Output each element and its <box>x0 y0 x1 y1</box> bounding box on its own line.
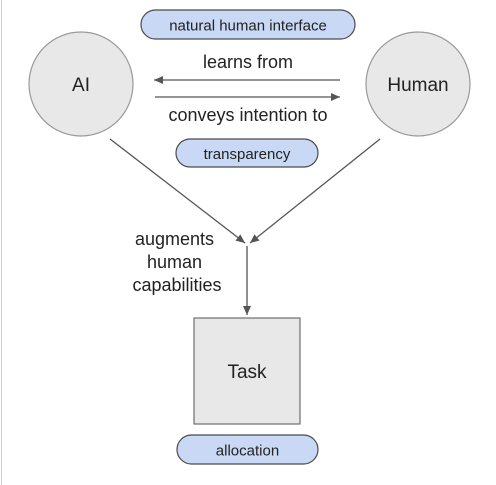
node-human: Human <box>365 31 471 137</box>
arrow-human-to-junction <box>249 138 381 244</box>
edge-learns-from-label: learns from <box>203 52 293 72</box>
pill-transparency: transparency <box>175 138 319 168</box>
pill-allocation-label: allocation <box>216 443 279 460</box>
node-task: Task <box>193 317 301 425</box>
node-ai: AI <box>28 31 134 137</box>
arrow-ai-to-junction <box>109 138 246 244</box>
pill-allocation: allocation <box>176 434 319 465</box>
edge-augments-line-1: augments <box>135 229 214 249</box>
edge-augments-line-3: capabilities <box>132 275 221 295</box>
node-task-label: Task <box>227 362 267 383</box>
node-ai-label: AI <box>72 75 90 96</box>
edge-conveys-intention-label: conveys intention to <box>168 105 327 125</box>
edge-augments-label: augments human capabilities <box>132 229 221 295</box>
pill-natural-human-interface: natural human interface <box>140 9 356 40</box>
pill-transparency-label: transparency <box>204 146 291 163</box>
edge-augments-line-2: human <box>147 252 202 272</box>
pill-natural-human-interface-label: natural human interface <box>169 18 327 35</box>
node-human-label: Human <box>387 75 448 96</box>
